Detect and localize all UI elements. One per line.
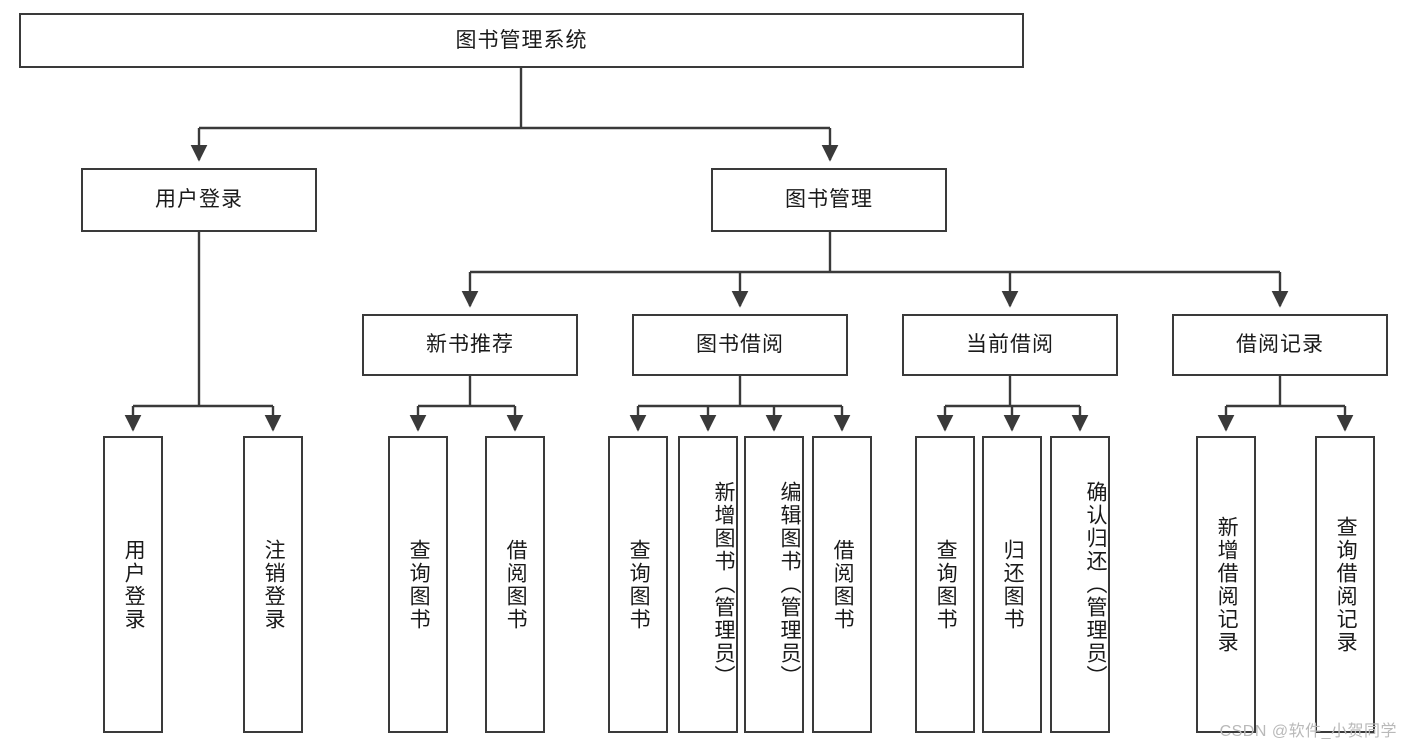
node-current-borrow[interactable]: 当前借阅	[902, 314, 1118, 376]
leaf-query-book-recommend[interactable]: 查询图书	[388, 436, 448, 733]
leaf-logout-login[interactable]: 注销登录	[243, 436, 303, 733]
node-user-login[interactable]: 用户登录	[81, 168, 317, 232]
node-book-borrow[interactable]: 图书借阅	[632, 314, 848, 376]
leaf-return-book[interactable]: 归还图书	[982, 436, 1042, 733]
leaf-query-book-borrow[interactable]: 查询图书	[608, 436, 668, 733]
leaf-borrow-book-borrow[interactable]: 借阅图书	[812, 436, 872, 733]
leaf-add-book-admin[interactable]: 新增图书（管理员）	[678, 436, 738, 733]
csdn-watermark: CSDN @软件_小贺同学	[1219, 723, 1397, 740]
node-system-root[interactable]: 图书管理系统	[19, 13, 1024, 68]
leaf-confirm-return-admin[interactable]: 确认归还（管理员）	[1050, 436, 1110, 733]
node-book-manage[interactable]: 图书管理	[711, 168, 947, 232]
leaf-query-borrow-record[interactable]: 查询借阅记录	[1315, 436, 1375, 733]
leaf-edit-book-admin[interactable]: 编辑图书（管理员）	[744, 436, 804, 733]
leaf-add-borrow-record[interactable]: 新增借阅记录	[1196, 436, 1256, 733]
leaf-borrow-book-recommend[interactable]: 借阅图书	[485, 436, 545, 733]
leaf-query-book-current[interactable]: 查询图书	[915, 436, 975, 733]
node-borrow-record[interactable]: 借阅记录	[1172, 314, 1388, 376]
node-new-book-recommend[interactable]: 新书推荐	[362, 314, 578, 376]
leaf-user-login[interactable]: 用户登录	[103, 436, 163, 733]
